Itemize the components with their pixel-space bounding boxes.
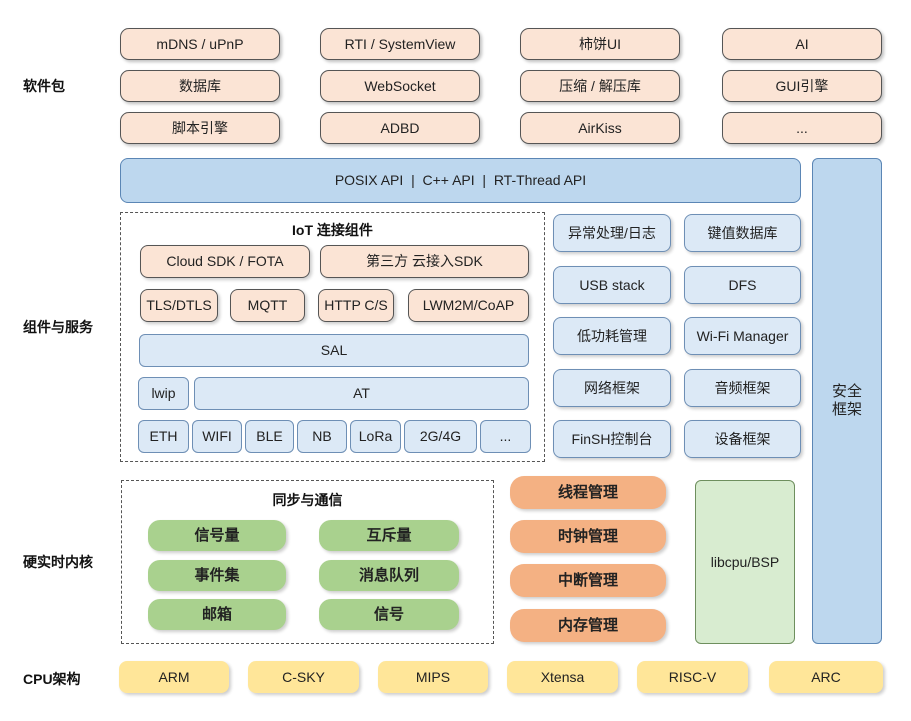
at-box: AT bbox=[194, 377, 529, 410]
protocol-box: LWM2M/CoAP bbox=[408, 289, 529, 322]
link-box: 2G/4G bbox=[404, 420, 477, 453]
sync-item: 消息队列 bbox=[319, 560, 459, 591]
package-box: ADBD bbox=[320, 112, 480, 144]
protocol-box: HTTP C/S bbox=[318, 289, 394, 322]
sync-item: 信号 bbox=[319, 599, 459, 630]
package-box: WebSocket bbox=[320, 70, 480, 102]
link-box: NB bbox=[297, 420, 347, 453]
kernel-item: 内存管理 bbox=[510, 609, 666, 642]
sync-item: 信号量 bbox=[148, 520, 286, 551]
layer-label-kernel: 硬实时内核 bbox=[23, 554, 93, 570]
protocol-box: MQTT bbox=[230, 289, 305, 322]
cpu-arch: ARM bbox=[119, 661, 229, 693]
package-box: GUI引擎 bbox=[722, 70, 882, 102]
sync-item: 邮箱 bbox=[148, 599, 286, 630]
package-box: 柿饼UI bbox=[520, 28, 680, 60]
layer-label-cpu: CPU架构 bbox=[23, 671, 81, 687]
service-box: 键值数据库 bbox=[684, 214, 801, 252]
layer-label-packages: 软件包 bbox=[23, 78, 65, 94]
link-box: LoRa bbox=[350, 420, 401, 453]
protocol-box: TLS/DTLS bbox=[140, 289, 218, 322]
sal-box: SAL bbox=[139, 334, 529, 367]
sync-item: 互斥量 bbox=[319, 520, 459, 551]
service-box: USB stack bbox=[553, 266, 671, 304]
package-box: 脚本引擎 bbox=[120, 112, 280, 144]
link-box: ETH bbox=[138, 420, 189, 453]
kernel-item: 中断管理 bbox=[510, 564, 666, 597]
kernel-item: 时钟管理 bbox=[510, 520, 666, 553]
libcpu-bsp: libcpu/BSP bbox=[695, 480, 795, 644]
iot-frame bbox=[120, 212, 545, 462]
kernel-item: 线程管理 bbox=[510, 476, 666, 509]
service-box: 网络框架 bbox=[553, 369, 671, 407]
sync-title: 同步与通信 bbox=[272, 492, 343, 508]
link-box: WIFI bbox=[192, 420, 242, 453]
package-box: ... bbox=[722, 112, 882, 144]
sync-item: 事件集 bbox=[148, 560, 286, 591]
security-framework: 安全 框架 bbox=[812, 158, 882, 644]
cpu-arch: ARC bbox=[769, 661, 883, 693]
cpu-arch: RISC-V bbox=[637, 661, 748, 693]
service-box: 异常处理/日志 bbox=[553, 214, 671, 252]
service-box: FinSH控制台 bbox=[553, 420, 671, 458]
package-box: RTI / SystemView bbox=[320, 28, 480, 60]
link-box: ... bbox=[480, 420, 531, 453]
package-box: 数据库 bbox=[120, 70, 280, 102]
third-party-sdk-box: 第三方 云接入SDK bbox=[320, 245, 529, 278]
sync-frame bbox=[121, 480, 494, 644]
service-box: Wi-Fi Manager bbox=[684, 317, 801, 355]
lwip-box: lwip bbox=[138, 377, 189, 410]
service-box: DFS bbox=[684, 266, 801, 304]
service-box: 设备框架 bbox=[684, 420, 801, 458]
cpu-arch: Xtensa bbox=[507, 661, 618, 693]
layer-label-components: 组件与服务 bbox=[23, 319, 93, 335]
cloud-sdk-box: Cloud SDK / FOTA bbox=[140, 245, 310, 278]
link-box: BLE bbox=[245, 420, 294, 453]
package-box: 压缩 / 解压库 bbox=[520, 70, 680, 102]
iot-title: IoT 连接组件 bbox=[292, 222, 373, 238]
service-box: 音频框架 bbox=[684, 369, 801, 407]
cpu-arch: MIPS bbox=[378, 661, 488, 693]
package-box: mDNS / uPnP bbox=[120, 28, 280, 60]
package-box: AI bbox=[722, 28, 882, 60]
service-box: 低功耗管理 bbox=[553, 317, 671, 355]
package-box: AirKiss bbox=[520, 112, 680, 144]
cpu-arch: C-SKY bbox=[248, 661, 359, 693]
api-bar: POSIX API | C++ API | RT-Thread API bbox=[120, 158, 801, 203]
